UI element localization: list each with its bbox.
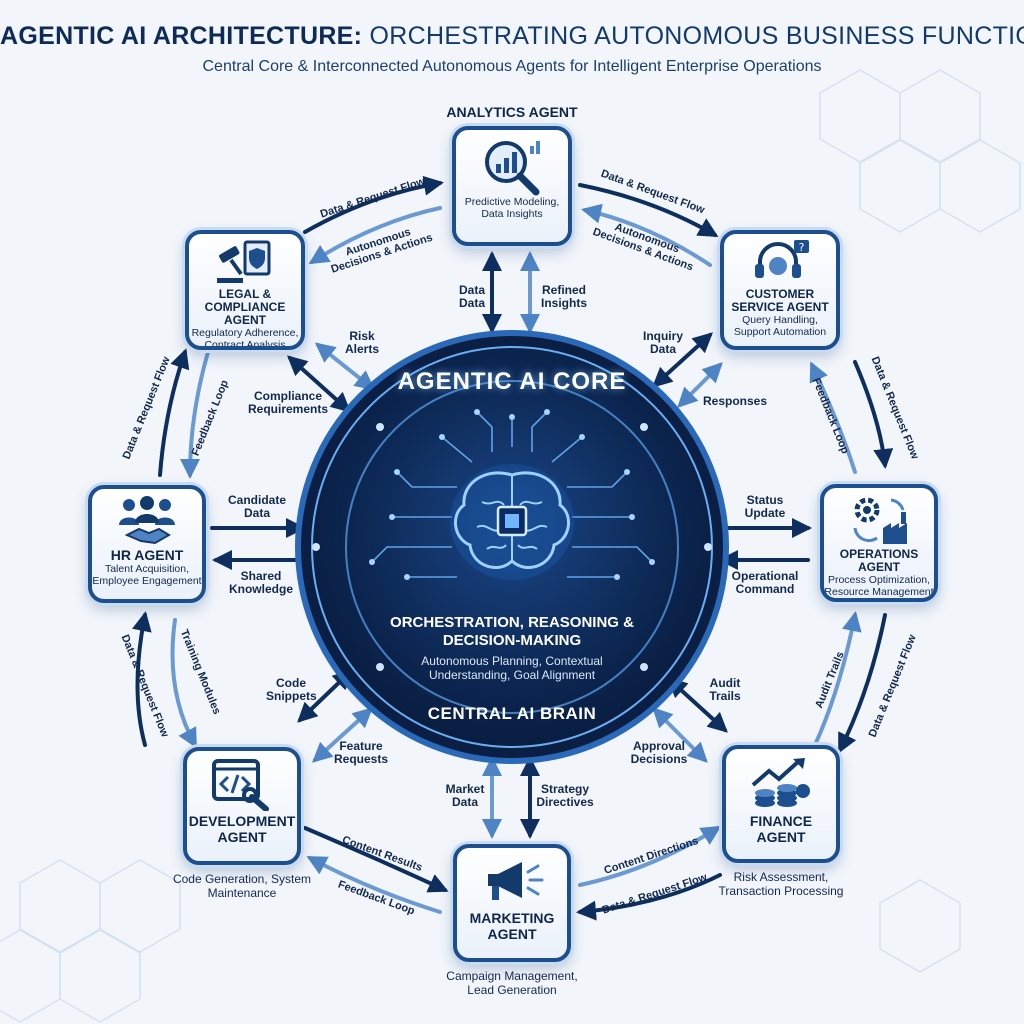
customer-service-agent-card[interactable]: ? CUSTOMER SERVICE AGENT Query Handling,… bbox=[720, 230, 840, 350]
magnifier-chart-icon bbox=[485, 141, 540, 196]
link-label-marketing-out: Strategy Directives bbox=[536, 782, 594, 809]
megaphone-icon bbox=[488, 862, 544, 900]
link-label-customer-in: Inquiry Data bbox=[642, 329, 683, 356]
legal-compliance-agent-desc: Regulatory Adherence, Contract Analysis bbox=[191, 327, 299, 350]
development-agent-name: DEVELOPMENT AGENT bbox=[188, 813, 296, 845]
analytics-agent-heading: ANALYTICS AGENT bbox=[446, 104, 578, 120]
people-handshake-icon bbox=[119, 496, 175, 545]
headset-icon: ? bbox=[755, 240, 809, 278]
page-subtitle: Central Core & Interconnected Autonomous… bbox=[202, 58, 822, 75]
marketing-agent-card[interactable]: MARKETING AGENT bbox=[453, 844, 571, 962]
hr-agent-name: HR AGENT bbox=[110, 547, 184, 563]
customer-service-agent-desc: Query Handling, Support Automation bbox=[733, 314, 827, 338]
legal-compliance-agent-name: LEGAL & COMPLIANCE AGENT bbox=[204, 287, 286, 327]
link-label-operations-out: Operational Command bbox=[731, 569, 799, 596]
legal-compliance-agent-card[interactable]: LEGAL & COMPLIANCE AGENT Regulatory Adhe… bbox=[185, 230, 305, 350]
finance-agent-card[interactable]: FINANCE AGENT bbox=[722, 745, 840, 863]
svg-text:?: ? bbox=[799, 241, 805, 254]
link-label-customer-out: Responses bbox=[702, 394, 768, 408]
core-main-label: ORCHESTRATION, REASONING & DECISION-MAKI… bbox=[390, 614, 634, 649]
link-label-legal-in: Risk Alerts bbox=[344, 329, 379, 356]
link-label-analytics-down: Data Data bbox=[458, 283, 485, 310]
link-label-finance-out: Approval Decisions bbox=[630, 739, 688, 766]
link-label-marketing-in: Market Data bbox=[445, 782, 485, 809]
brain-chip-icon bbox=[450, 464, 574, 580]
link-label-development-in: Code Snippets bbox=[266, 676, 317, 703]
core-title: AGENTIC AI CORE bbox=[397, 368, 627, 395]
finance-agent-desc: Risk Assessment, Transaction Processing bbox=[718, 870, 844, 898]
page-title: AGENTIC AI ARCHITECTURE: ORCHESTRATING A… bbox=[0, 22, 1024, 51]
marketing-agent-desc: Campaign Management, Lead Generation bbox=[446, 969, 578, 997]
link-label-development-out: Feature Requests bbox=[333, 739, 389, 766]
operations-agent-desc: Process Optimization, Resource Managemen… bbox=[824, 574, 934, 598]
development-agent-card[interactable]: DEVELOPMENT AGENT bbox=[183, 747, 301, 865]
gavel-shield-icon bbox=[217, 240, 271, 283]
core-bottom-label: CENTRAL AI BRAIN bbox=[427, 704, 597, 723]
operations-agent-name: OPERATIONS AGENT bbox=[839, 547, 919, 574]
marketing-agent-name: MARKETING AGENT bbox=[469, 910, 555, 942]
link-label-hr-in: Candidate Data bbox=[227, 493, 286, 520]
title-strong: AGENTIC AI ARCHITECTURE: bbox=[0, 22, 363, 50]
analytics-agent-card[interactable]: Predictive Modeling, Data Insights bbox=[452, 126, 572, 246]
analytics-agent-desc: Predictive Modeling, Data Insights bbox=[464, 196, 560, 220]
coins-growth-icon bbox=[751, 758, 810, 807]
hr-agent-desc: Talent Acquisition, Employee Engagement bbox=[92, 563, 202, 587]
hr-agent-card[interactable]: HR AGENT Talent Acquisition, Employee En… bbox=[88, 485, 206, 603]
core-sub-label: Autonomous Planning, Contextual Understa… bbox=[421, 654, 603, 682]
link-label-finance-in: Audit Trails bbox=[709, 676, 741, 703]
development-agent-desc: Code Generation, System Maintenance bbox=[172, 872, 312, 900]
link-label-operations-in: Status Update bbox=[744, 493, 786, 520]
code-wrench-icon bbox=[212, 759, 269, 811]
link-label-legal-out: Compliance Requirements bbox=[248, 389, 329, 416]
link-label-hr-out: Shared Knowledge bbox=[228, 569, 293, 596]
title-light: ORCHESTRATING AUTONOMOUS BUSINESS FUNCTI… bbox=[369, 22, 1024, 50]
gears-factory-icon bbox=[853, 497, 907, 544]
operations-agent-card[interactable]: OPERATIONS AGENT Process Optimization, R… bbox=[820, 484, 938, 602]
link-label-analytics-up: Refined Insights bbox=[540, 283, 587, 310]
customer-service-agent-name: CUSTOMER SERVICE AGENT bbox=[731, 287, 829, 314]
finance-agent-name: FINANCE AGENT bbox=[749, 813, 813, 845]
